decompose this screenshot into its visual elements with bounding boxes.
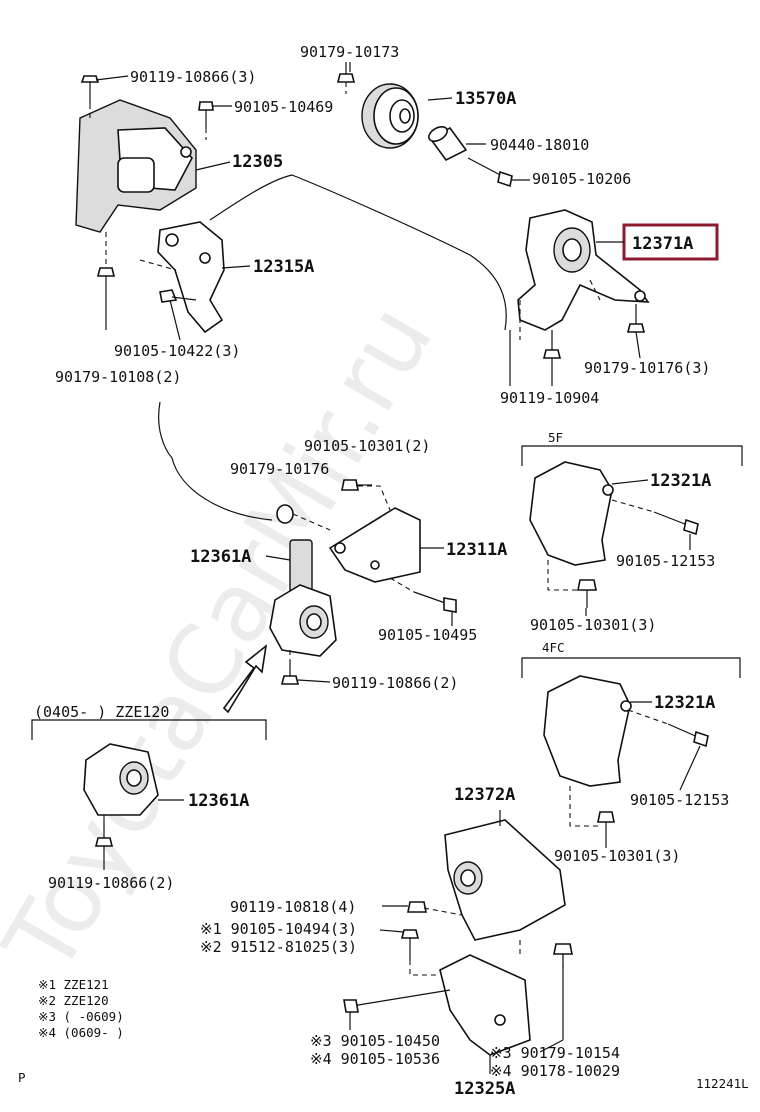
label-90179-10176-3: 90179-10176(3) [584, 359, 710, 377]
label-90440-18010: 90440-18010 [490, 136, 589, 154]
label-12371A: 12371A [632, 234, 693, 254]
label-group-4fc: 4FC [542, 640, 565, 655]
label-90105-10450: ※3 90105-10450 [310, 1032, 440, 1050]
part-12371A-drawing [517, 209, 650, 331]
bolt-90105-10450-icon [343, 989, 451, 1013]
label-12305: 12305 [232, 152, 283, 172]
part-12315A-drawing [157, 221, 225, 334]
label-12361A-variant: 12361A [188, 791, 249, 811]
label-90179-10108-2: 90179-10108(2) [55, 368, 181, 386]
bolt-90119-10866-variant-icon [94, 820, 114, 847]
bolt-90105-10495-icon [413, 591, 457, 613]
part-12321A-5f-drawing [529, 461, 614, 566]
label-90105-12153-4fc: 90105-12153 [630, 791, 729, 809]
group-variant-bracket [31, 719, 267, 740]
bolt-90105-10422-icon [159, 289, 197, 303]
label-12321A-5f: 12321A [650, 471, 711, 491]
label-90119-10904: 90119-10904 [500, 389, 599, 407]
note-4: ※4 (0609- ) [38, 1025, 124, 1040]
label-12372A: 12372A [454, 785, 515, 805]
label-90105-10206: 90105-10206 [532, 170, 631, 188]
collar-90440-18010-icon [428, 125, 468, 162]
note-2: ※2 ZZE120 [38, 993, 109, 1008]
label-group-5f: 5F [548, 430, 563, 445]
label-13570A: 13570A [455, 89, 516, 109]
bolt-90105-12153-4fc-icon [667, 723, 709, 748]
note-1: ※1 ZZE121 [38, 977, 109, 992]
part-13570A-drawing [361, 83, 419, 149]
nut-90179-10154-icon [553, 943, 573, 1040]
label-variant-zze120: (0405- ) ZZE120 [34, 703, 169, 721]
label-90179-10173: 90179-10173 [300, 43, 399, 61]
label-90119-10866-2-variant: 90119-10866(2) [48, 874, 174, 892]
bolt-90105-10494-icon [400, 929, 420, 960]
label-12311A: 12311A [446, 540, 507, 560]
label-90105-10494-3: ※1 90105-10494(3) [200, 920, 357, 938]
label-90119-10866-3: 90119-10866(3) [130, 68, 256, 86]
part-12321A-4fc-drawing [543, 675, 632, 787]
label-90105-10301-3-4fc: 90105-10301(3) [554, 847, 680, 865]
label-90105-10301-2: 90105-10301(2) [304, 437, 430, 455]
label-90119-10818-4: 90119-10818(4) [230, 898, 356, 916]
bolt-90119-10904-icon [542, 330, 562, 359]
group-5f-bracket [521, 445, 743, 466]
part-12325A-drawing [439, 954, 531, 1056]
label-12361A-center: 12361A [190, 547, 251, 567]
label-12321A-4fc: 12321A [654, 693, 715, 713]
label-90119-10866-2-center: 90119-10866(2) [332, 674, 458, 692]
bolt-90105-10301-4fc-icon [597, 811, 615, 840]
diagram-id: 112241L [696, 1076, 749, 1091]
bolt-90105-10469-icon [198, 101, 214, 128]
dashed-assembly-lines [89, 82, 669, 976]
bolt-90119-10818-icon [407, 901, 427, 913]
nut-90179-10176-icon [626, 304, 646, 333]
part-12361A-variant-drawing [83, 743, 159, 816]
label-12315A: 12315A [253, 257, 314, 277]
bolt-90105-10206-icon [467, 157, 513, 188]
label-90105-12153-5f: 90105-12153 [616, 552, 715, 570]
part-12305-drawing [75, 99, 197, 233]
label-90105-10301-3-5f: 90105-10301(3) [530, 616, 656, 634]
bolt-90119-10866-center-icon [280, 660, 300, 685]
label-90105-10495: 90105-10495 [378, 626, 477, 644]
note-3: ※3 ( -0609) [38, 1009, 124, 1024]
page-mark: P [18, 1070, 26, 1085]
part-12361A-center-drawing [269, 539, 337, 657]
label-90105-10469: 90105-10469 [234, 98, 333, 116]
label-90105-10536: ※4 90105-10536 [310, 1050, 440, 1068]
part-12311A-drawing [328, 507, 421, 583]
nut-90179-10176-center-icon [276, 504, 294, 524]
label-90179-10154: ※3 90179-10154 [490, 1044, 620, 1062]
nut-90179-10108-icon [96, 267, 116, 330]
bolt-90119-10866-icon [80, 75, 100, 104]
part-12372A-drawing [444, 819, 566, 941]
direction-arrow-icon [222, 644, 268, 714]
bolt-90105-10301-center-icon [341, 479, 372, 491]
leader-lines [95, 62, 701, 1074]
bolt-90105-10301-5f-icon [577, 579, 597, 608]
bolt-90105-12153-5f-icon [653, 511, 699, 536]
label-90179-10176: 90179-10176 [230, 460, 329, 478]
label-91512-81025-3: ※2 91512-81025(3) [200, 938, 357, 956]
nut-90179-10173-icon [336, 62, 356, 83]
label-90105-10422-3: 90105-10422(3) [114, 342, 240, 360]
group-4fc-bracket [521, 657, 741, 678]
label-90178-10029: ※4 90178-10029 [490, 1062, 620, 1080]
label-12325A: 12325A [454, 1079, 515, 1099]
